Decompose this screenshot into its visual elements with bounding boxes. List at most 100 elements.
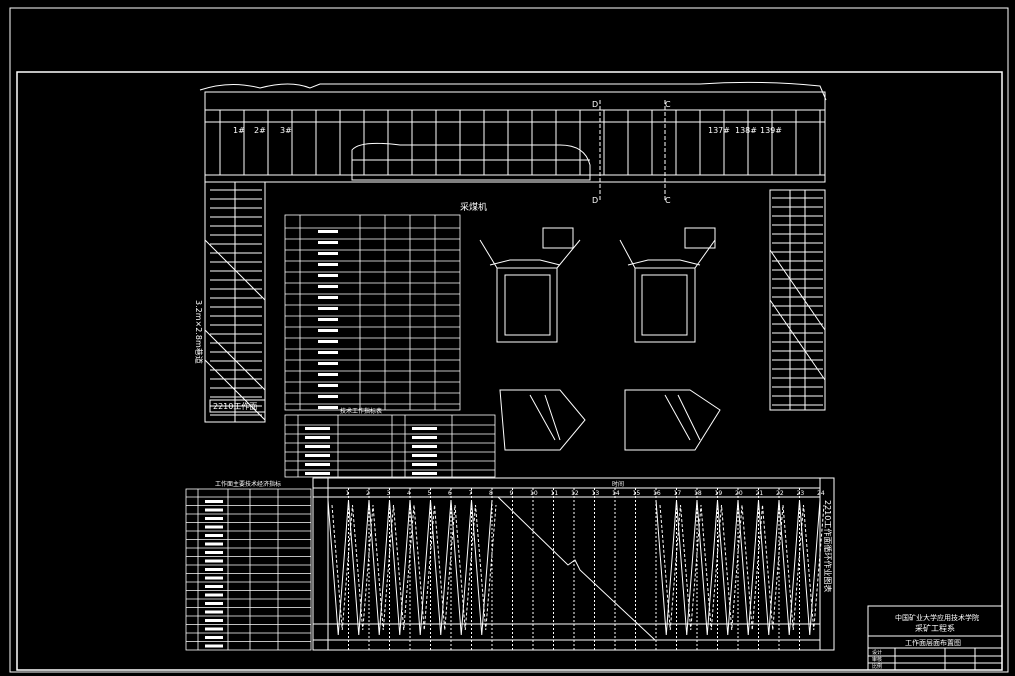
cross-section-d [479, 227, 581, 343]
table-cell-text [305, 445, 330, 448]
table-cell-text [318, 296, 338, 299]
hour-tick-label: 7 [469, 490, 473, 497]
drawing-name: 工作面层面布置图 [905, 638, 961, 647]
table-cell-text [205, 500, 223, 503]
shearer-cycle-line-alt [659, 504, 825, 631]
section-c-top-label: C [665, 100, 671, 109]
table-cell-text [318, 362, 338, 365]
table-cell-text [318, 406, 338, 409]
table-cell-text [318, 351, 338, 354]
hour-tick-label: 19 [715, 490, 723, 497]
left-roadway-label: 3.2m×2.8m巷道 [194, 300, 204, 364]
table-cell-text [318, 395, 338, 398]
cycle-vertical-title: 2210工作面循环作业图表 [823, 500, 833, 592]
left-params-table-title: 工作面主要技术经济指标 [215, 480, 281, 488]
table-cell-text [305, 454, 330, 457]
hour-tick-label: 23 [797, 490, 805, 497]
table-cell-text [412, 472, 437, 475]
school-name: 中国矿业大学应用技术学院 [895, 613, 979, 622]
hour-tick-label: 22 [776, 490, 784, 497]
table-cell-text [318, 384, 338, 387]
hour-tick-label: 4 [407, 490, 411, 497]
table-cell-text [305, 436, 330, 439]
table-cell-text [318, 252, 338, 255]
shearer-cycle-line [655, 499, 821, 636]
table-cell-text [318, 340, 338, 343]
hour-tick-label: 21 [756, 490, 764, 497]
support-3-label: 3# [280, 126, 292, 135]
table-cell-text [205, 525, 223, 529]
tech-table [284, 214, 461, 411]
shearer-label: 采煤机 [460, 201, 487, 213]
table-cell-text [318, 318, 338, 321]
face-name-label: 2210工作面 [213, 401, 257, 411]
support-137-label: 137# [708, 126, 730, 135]
hour-tick-label: 16 [653, 490, 661, 497]
cycle-time-label: 时间 [612, 480, 624, 488]
table-cell-text [205, 517, 223, 520]
hour-tick-label: 20 [735, 490, 743, 497]
hour-tick-label: 9 [510, 490, 514, 497]
hour-tick-label: 12 [571, 490, 579, 497]
table-cell-text [318, 241, 338, 244]
table-cell-text [205, 602, 223, 605]
cycle-title-box [819, 477, 835, 651]
section-d-top-label: D [592, 100, 598, 109]
table-cell-text [305, 472, 330, 475]
support-2-label: 2# [254, 126, 266, 135]
support-side-view-2 [624, 389, 721, 451]
table-cell-text [318, 230, 338, 233]
title-block [867, 605, 1003, 671]
hour-tick-label: 17 [674, 490, 682, 497]
hour-tick-label: 24 [817, 490, 825, 497]
hour-tick-label: 13 [592, 490, 600, 497]
hour-tick-label: 6 [448, 490, 452, 497]
hour-tick-label: 18 [694, 490, 702, 497]
title-row-3: 比例 [872, 663, 882, 670]
shearer-cycle-line [327, 499, 493, 636]
hour-tick-label: 8 [489, 490, 493, 497]
face-plan [199, 81, 827, 423]
table-cell-text [205, 610, 223, 614]
title-row-2: 审核 [872, 656, 882, 663]
table-cell-text [205, 576, 223, 580]
table-cell-text [318, 373, 338, 376]
hour-tick-label: 10 [530, 490, 538, 497]
table-cell-text [318, 329, 338, 332]
table-cell-text [205, 644, 223, 648]
table-cell-text [205, 593, 223, 597]
table-cell-text [205, 559, 223, 563]
drawing-border-outer [9, 7, 1009, 673]
table-cell-text [205, 568, 223, 571]
support-side-view-1 [499, 389, 586, 451]
table-cell-text [205, 534, 223, 537]
section-d-bottom-label: D [592, 196, 598, 205]
table-cell-text [318, 274, 338, 277]
params-table-title: 技术工作指标表 [340, 407, 382, 415]
title-row-1: 设计 [872, 649, 882, 656]
hour-tick-label: 14 [612, 490, 620, 497]
table-cell-text [305, 463, 330, 466]
drawing-border-inner [16, 71, 1003, 671]
table-cell-text [412, 436, 437, 439]
table-cell-text [205, 627, 223, 631]
table-cell-text [318, 285, 338, 288]
hour-tick-label: 2 [366, 490, 370, 497]
table-cell-text [318, 263, 338, 266]
hour-tick-label: 11 [551, 490, 559, 497]
table-cell-text [412, 427, 437, 430]
hour-tick-label: 5 [428, 490, 432, 497]
table-cell-text [205, 551, 223, 554]
table-cell-text [305, 427, 330, 430]
department-name: 采矿工程系 [915, 623, 955, 633]
params-table [284, 414, 496, 478]
support-1-label: 1# [233, 126, 245, 135]
hour-tick-label: 3 [387, 490, 391, 497]
table-cell-text [205, 619, 223, 622]
table-cell-text [412, 463, 437, 466]
table-cell-text [205, 636, 223, 639]
left-params-table [185, 488, 312, 651]
table-cell-text [318, 307, 338, 310]
section-c-bottom-label: C [665, 196, 671, 205]
